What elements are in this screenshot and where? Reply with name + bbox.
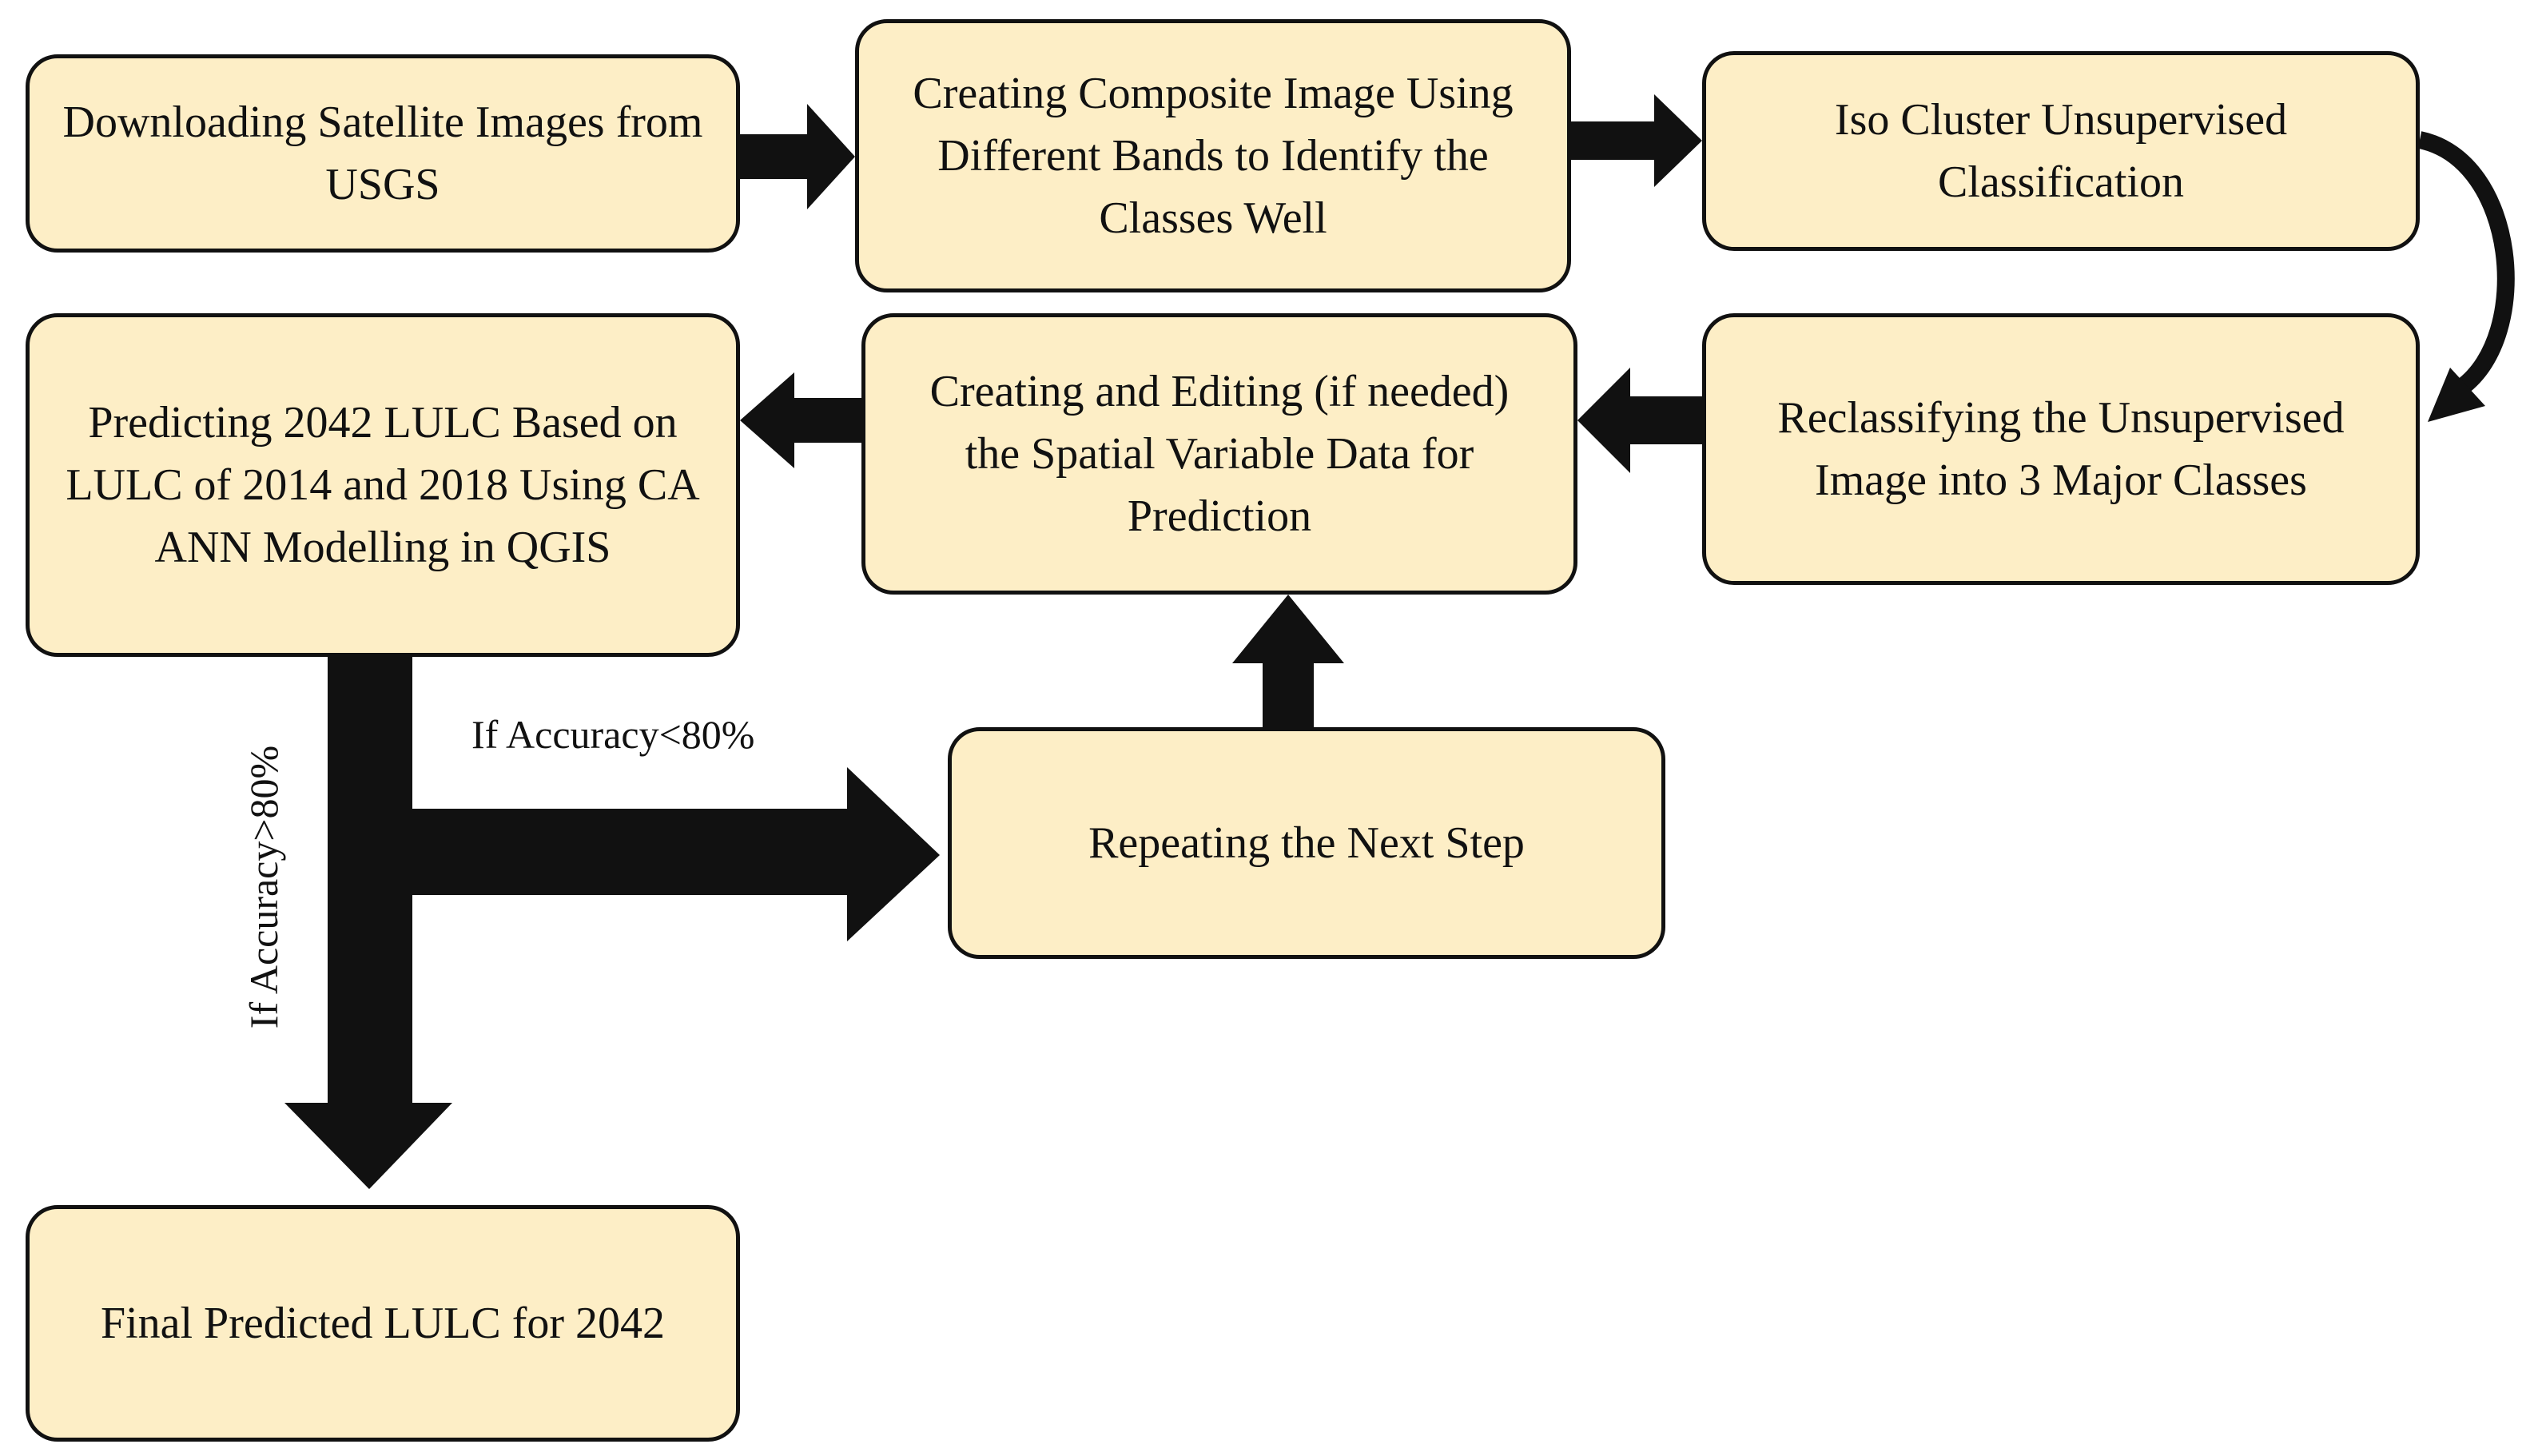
- condition-accuracy-high-label: If Accuracy>80%: [241, 745, 286, 1029]
- step-download-images: Downloading Satellite Images from USGS: [26, 54, 740, 253]
- arrow-download-to-composite: [740, 104, 855, 209]
- arrow-predict-to-repeat: [412, 767, 940, 941]
- arrow-reclassify-to-spatial: [1577, 368, 1702, 473]
- step-reclassify: Reclassifying the Unsupervised Image int…: [1702, 313, 2420, 585]
- step-repeat: Repeating the Next Step: [948, 727, 1665, 959]
- step-spatial-variable: Creating and Editing (if needed) the Spa…: [861, 313, 1577, 595]
- condition-accuracy-low-label: If Accuracy<80%: [471, 712, 755, 757]
- arrow-composite-to-iso: [1571, 94, 1702, 187]
- arrow-iso-to-reclassify-head: [2428, 368, 2485, 422]
- step-iso-cluster: Iso Cluster Unsupervised Classification: [1702, 51, 2420, 251]
- arrow-spatial-to-predict: [740, 372, 861, 468]
- arrow-repeat-to-spatial: [1232, 595, 1344, 727]
- arrow-predict-to-final: [284, 657, 452, 1189]
- step-final-lulc: Final Predicted LULC for 2042: [26, 1205, 740, 1442]
- arrow-iso-to-reclassify: [2417, 131, 2515, 395]
- step-predict-lulc: Predicting 2042 LULC Based on LULC of 20…: [26, 313, 740, 657]
- step-create-composite: Creating Composite Image Using Different…: [855, 19, 1571, 292]
